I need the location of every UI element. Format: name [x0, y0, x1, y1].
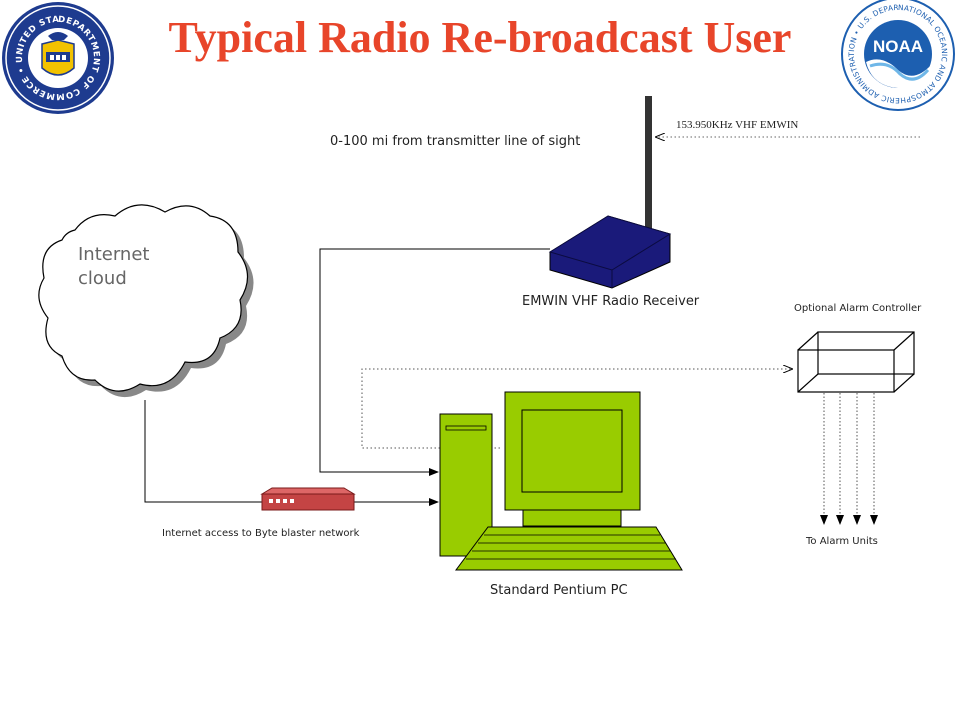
- pc-to-alarm-line: [361, 369, 792, 449]
- range-label: 0-100 mi from transmitter line of sight: [330, 134, 581, 149]
- alarm-output-lines: [820, 393, 878, 525]
- cloud-to-pc-line: [144, 400, 439, 506]
- pc-keyboard: [455, 526, 683, 571]
- antenna-mast: [645, 96, 652, 236]
- internet-router: [260, 487, 356, 511]
- noaa-center-text: NOAA: [873, 37, 923, 56]
- internet-cloud: [38, 204, 254, 398]
- page-title: Typical Radio Re-broadcast User: [168, 13, 792, 62]
- receiver-label: EMWIN VHF Radio Receiver: [522, 294, 700, 309]
- department-of-commerce-seal-logo: DEPARTMENT OF COMMERCE • UNITED STATES O…: [0, 0, 114, 114]
- pentium-pc: [439, 391, 683, 571]
- alarm-units-label: To Alarm Units: [806, 536, 878, 547]
- pc-tower: [439, 413, 493, 557]
- internet-access-label: Internet access to Byte blaster network: [162, 528, 360, 539]
- receiver-to-pc-line: [319, 248, 550, 476]
- emwin-receiver: [548, 215, 672, 289]
- frequency-label: 153.950KHz VHF EMWIN: [676, 119, 799, 131]
- alarm-controller-box: [797, 331, 915, 393]
- cloud-label: Internet cloud: [78, 244, 150, 289]
- pc-label: Standard Pentium PC: [490, 583, 628, 598]
- alarm-controller-label: Optional Alarm Controller: [794, 303, 922, 314]
